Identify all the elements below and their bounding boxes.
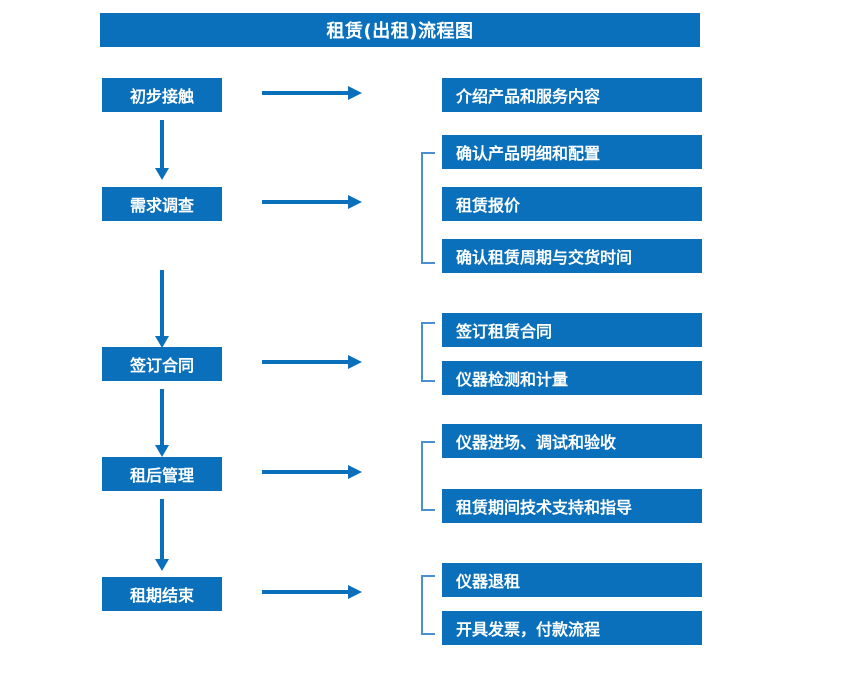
arrow-shaft (262, 360, 350, 364)
arrow-head (155, 168, 169, 180)
down-arrow-icon-2 (155, 270, 169, 348)
stage-box-4[interactable]: 租后管理 (102, 457, 222, 491)
right-arrow-icon-2 (262, 195, 362, 209)
arrow-head (155, 336, 169, 348)
group-bracket-icon-2 (421, 152, 435, 264)
arrow-shaft (160, 120, 164, 168)
stage-box-3[interactable]: 签订合同 (102, 347, 222, 381)
detail-box-4[interactable]: 确认租赁周期与交货时间 (442, 239, 702, 273)
group-bracket-icon-5 (421, 575, 435, 635)
arrow-head (348, 355, 362, 369)
arrow-shaft (160, 270, 164, 336)
arrow-shaft (262, 200, 350, 204)
down-arrow-icon-4 (155, 499, 169, 571)
right-arrow-icon-3 (262, 355, 362, 369)
detail-box-5[interactable]: 签订租赁合同 (442, 313, 702, 347)
arrow-head (155, 559, 169, 571)
right-arrow-icon-4 (262, 465, 362, 479)
arrow-head (348, 465, 362, 479)
detail-box-6[interactable]: 仪器检测和计量 (442, 361, 702, 395)
down-arrow-icon-3 (155, 389, 169, 457)
arrow-shaft (262, 590, 350, 594)
detail-box-9[interactable]: 仪器退租 (442, 563, 702, 597)
arrow-shaft (160, 499, 164, 559)
arrow-head (155, 445, 169, 457)
page-title: 租赁(出租)流程图 (100, 13, 700, 47)
group-bracket-icon-3 (421, 322, 435, 382)
stage-box-2[interactable]: 需求调查 (102, 187, 222, 221)
arrow-head (348, 585, 362, 599)
arrow-shaft (262, 470, 350, 474)
arrow-shaft (160, 389, 164, 445)
down-arrow-icon-1 (155, 120, 169, 180)
detail-box-8[interactable]: 租赁期间技术支持和指导 (442, 489, 702, 523)
detail-box-3[interactable]: 租赁报价 (442, 187, 702, 221)
arrow-head (348, 195, 362, 209)
detail-box-2[interactable]: 确认产品明细和配置 (442, 135, 702, 169)
stage-box-1[interactable]: 初步接触 (102, 78, 222, 112)
arrow-shaft (262, 91, 350, 95)
group-bracket-icon-4 (421, 441, 435, 511)
stage-box-5[interactable]: 租期结束 (102, 577, 222, 611)
detail-box-10[interactable]: 开具发票，付款流程 (442, 611, 702, 645)
right-arrow-icon-5 (262, 585, 362, 599)
right-arrow-icon-1 (262, 86, 362, 100)
detail-box-1[interactable]: 介绍产品和服务内容 (442, 78, 702, 112)
detail-box-7[interactable]: 仪器进场、调试和验收 (442, 424, 702, 458)
arrow-head (348, 86, 362, 100)
